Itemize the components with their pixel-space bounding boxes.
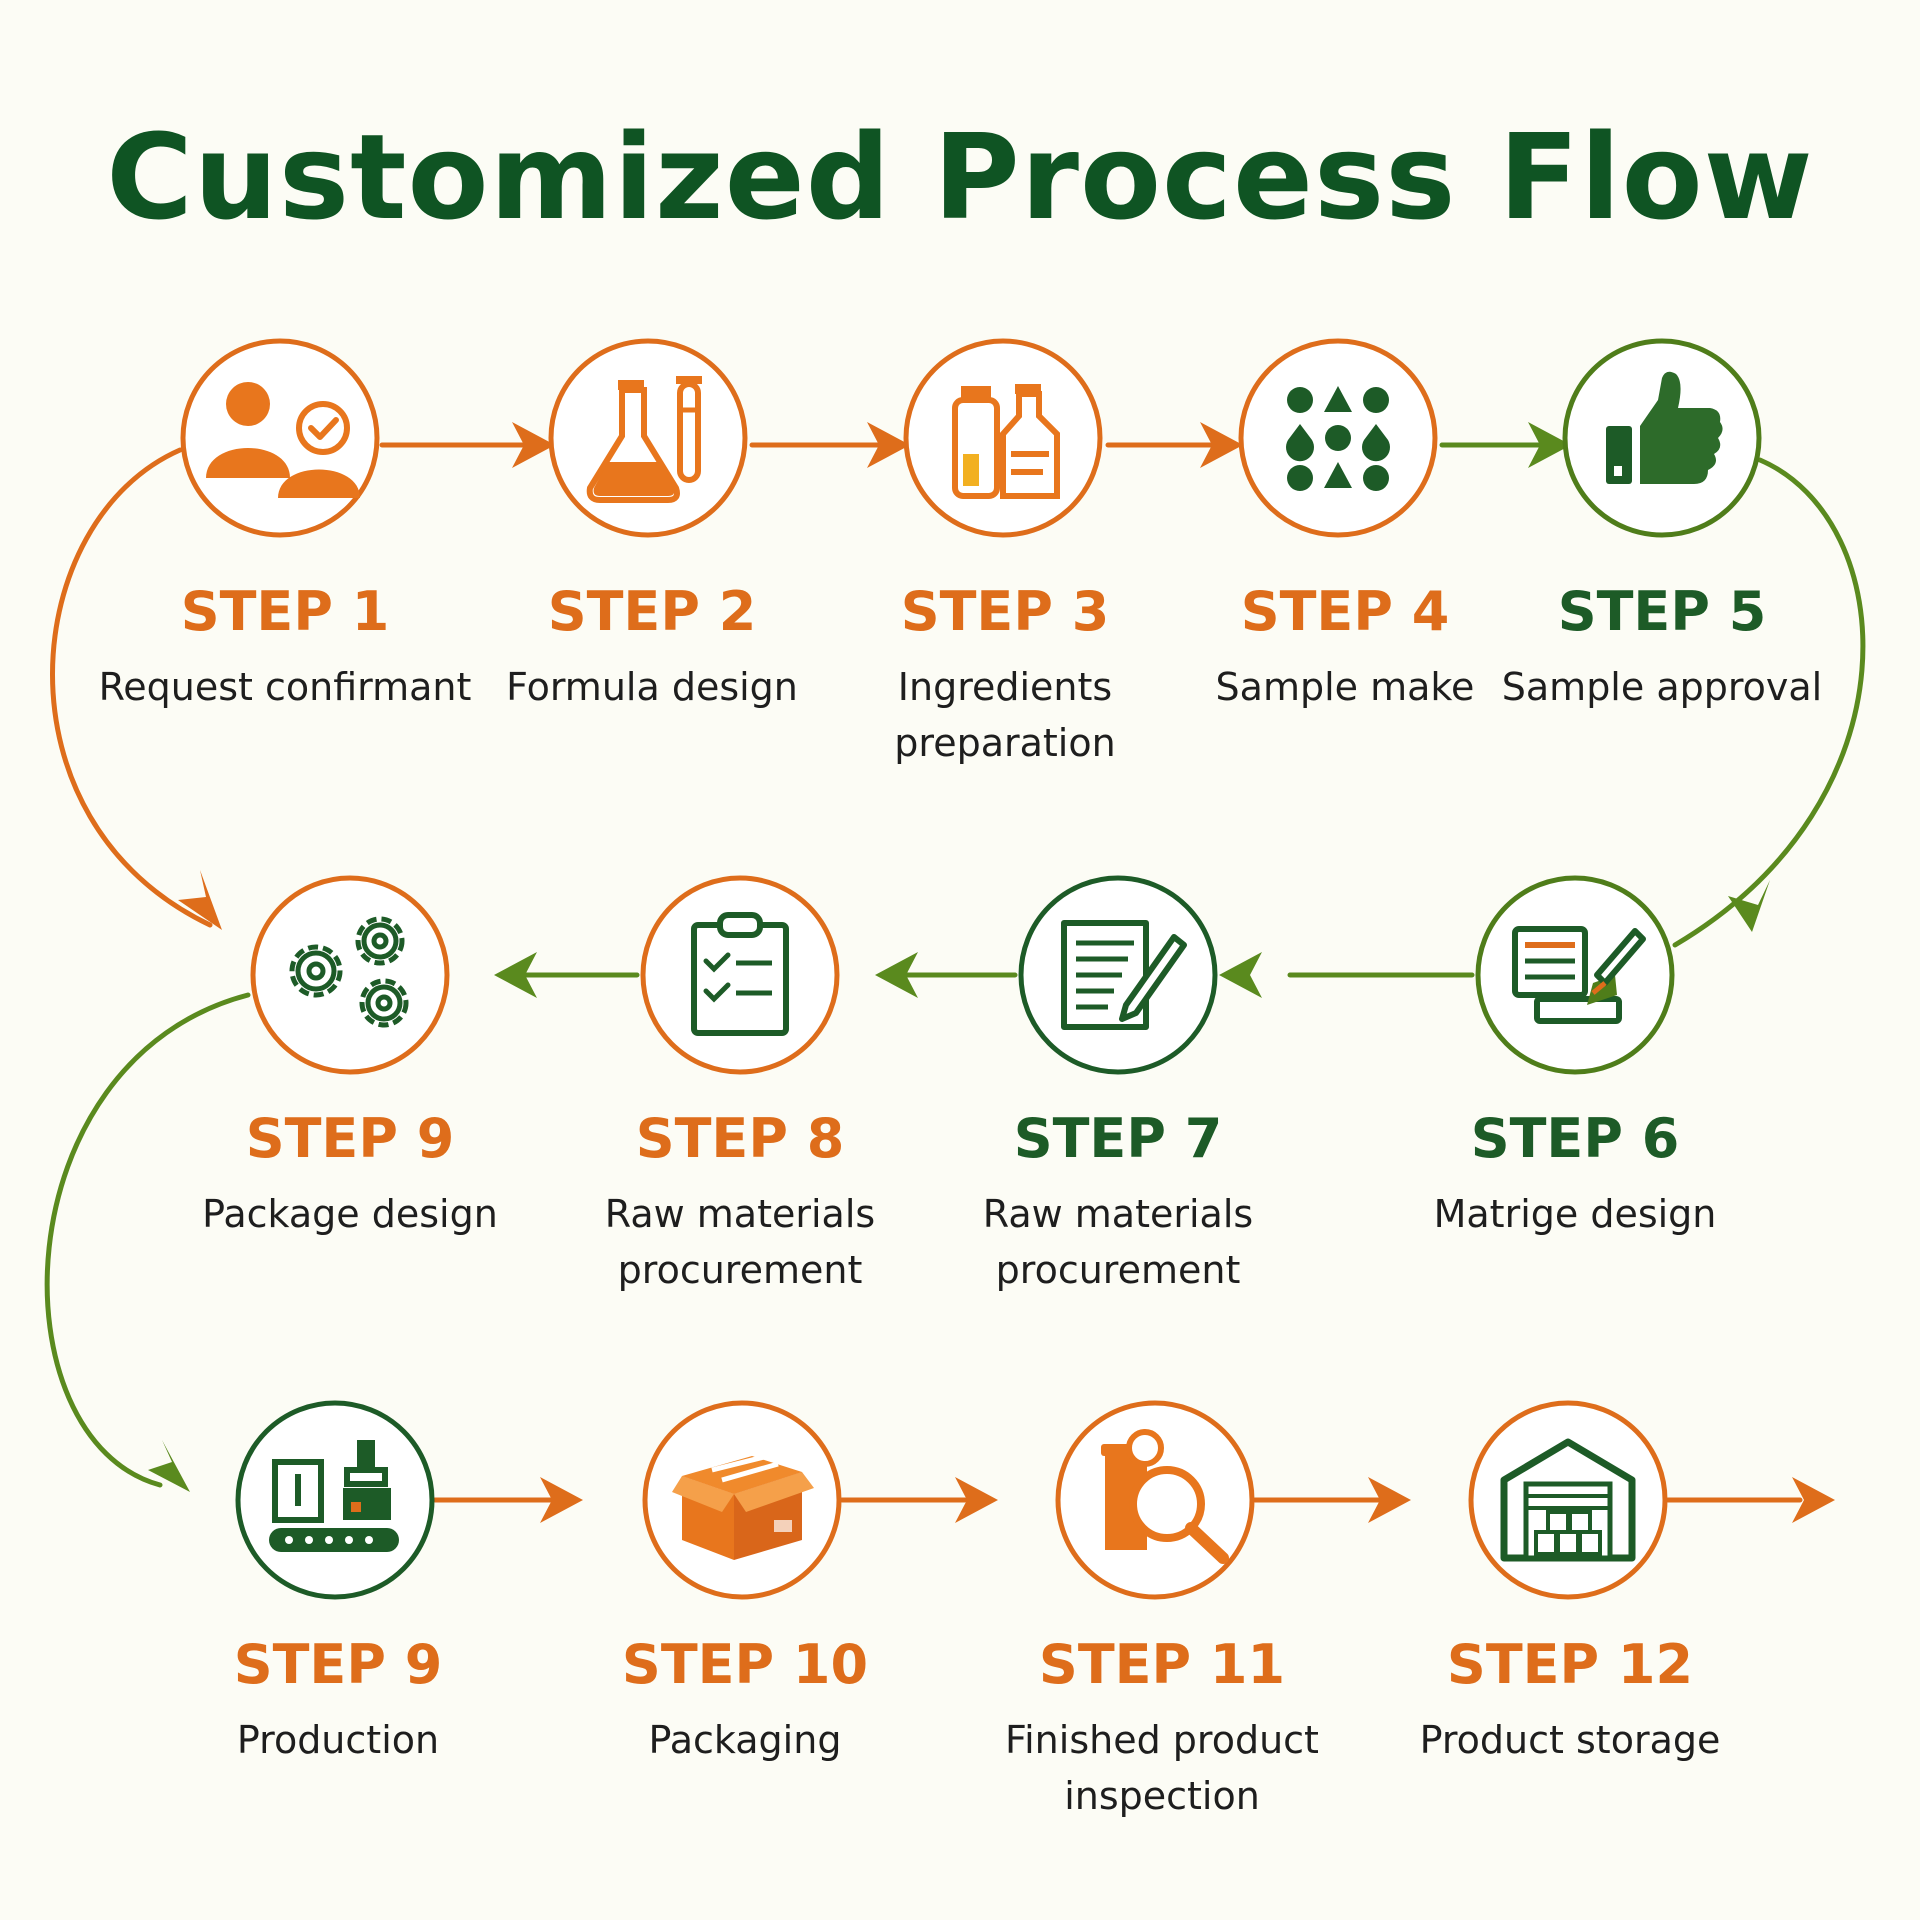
step-9-node <box>250 875 450 1075</box>
step-production-text: Production <box>236 1718 440 1762</box>
step-4-node <box>1238 338 1438 538</box>
step-4-text: Sample make <box>1215 665 1475 709</box>
magnifier-icon <box>1055 1400 1255 1600</box>
step-8: STEP 8 Raw materials procurement <box>540 1112 940 1298</box>
production-line-icon <box>235 1400 435 1600</box>
step-11-text: Finished product inspection <box>1005 1718 1319 1818</box>
arrow-left-7 <box>875 952 918 998</box>
production-node <box>235 1400 435 1600</box>
checklist-icon <box>640 875 840 1075</box>
step-8-node <box>640 875 840 1075</box>
connector-1-9 <box>50 447 213 928</box>
bottles-icon <box>903 338 1103 538</box>
step-4: STEP 4 Sample make <box>1145 585 1545 715</box>
step-2: STEP 2 Formula design <box>452 585 852 715</box>
connector-9-production <box>44 992 251 1488</box>
person-check-icon <box>180 338 380 538</box>
flask-icon <box>548 338 748 538</box>
step-9: STEP 9 Package design <box>150 1112 550 1242</box>
step-6-text: Matrige design <box>1433 1192 1717 1236</box>
step-6-label: STEP 6 <box>1470 1107 1680 1170</box>
step-1-label: STEP 1 <box>180 580 390 643</box>
arrow-right-1 <box>512 422 555 468</box>
step-11: STEP 11 Finished product inspection <box>962 1638 1362 1824</box>
arrow-down-left <box>178 870 222 930</box>
connector-5-6 <box>1672 457 1866 948</box>
step-10-text: Packaging <box>648 1718 842 1762</box>
step-12-text: Product storage <box>1419 1718 1721 1762</box>
step-1-node <box>180 338 380 538</box>
step-11-node <box>1055 1400 1255 1600</box>
step-9-text: Package design <box>202 1192 498 1236</box>
thumbs-up-icon <box>1562 338 1762 538</box>
step-8-text: Raw materials procurement <box>604 1192 876 1292</box>
arrow-right-2 <box>867 422 910 468</box>
step-12-label: STEP 12 <box>1446 1633 1694 1696</box>
step-1: STEP 1 Request confirmant <box>85 585 485 715</box>
arrow-down-left-2 <box>148 1440 190 1492</box>
step-10: STEP 10 Packaging <box>545 1638 945 1768</box>
step-production-label: STEP 9 <box>233 1633 443 1696</box>
arrow-right-4 <box>1528 422 1571 468</box>
step-3: STEP 3 Ingredients preparation <box>805 585 1205 771</box>
step-3-node <box>903 338 1103 538</box>
step-7-label: STEP 7 <box>1013 1107 1223 1170</box>
step-2-node <box>548 338 748 538</box>
step-5: STEP 5 Sample approval <box>1462 585 1862 715</box>
step-7: STEP 7 Raw materials procurement <box>918 1112 1318 1298</box>
arrow-right-3 <box>1200 422 1243 468</box>
arrow-down-right <box>1728 880 1770 932</box>
arrow-right-prod <box>540 1477 583 1523</box>
step-6: STEP 6 Matrige design <box>1375 1112 1775 1242</box>
step-2-label: STEP 2 <box>547 580 757 643</box>
arrow-right-11 <box>1368 1477 1411 1523</box>
step-production: STEP 9 Production <box>138 1638 538 1768</box>
step-10-node <box>642 1400 842 1600</box>
step-6-node <box>1475 875 1675 1075</box>
step-12-node <box>1468 1400 1668 1600</box>
warehouse-icon <box>1468 1400 1668 1600</box>
step-10-label: STEP 10 <box>621 1633 869 1696</box>
arrow-right-end <box>1792 1477 1835 1523</box>
step-12: STEP 12 Product storage <box>1370 1638 1770 1768</box>
box-icon <box>642 1400 842 1600</box>
step-5-label: STEP 5 <box>1557 580 1767 643</box>
step-8-label: STEP 8 <box>635 1107 845 1170</box>
arrow-left-6 <box>1219 952 1262 998</box>
step-11-label: STEP 11 <box>1038 1633 1286 1696</box>
step-2-text: Formula design <box>506 665 798 709</box>
step-7-node <box>1018 875 1218 1075</box>
arrow-left-8 <box>494 952 537 998</box>
pills-icon <box>1238 338 1438 538</box>
step-7-text: Raw materials procurement <box>982 1192 1254 1292</box>
arrow-right-10 <box>955 1477 998 1523</box>
step-1-text: Request confirmant <box>98 665 472 709</box>
step-3-label: STEP 3 <box>900 580 1110 643</box>
document-pen-icon <box>1018 875 1218 1075</box>
page-title: Customized Process Flow <box>106 108 1814 246</box>
step-3-text: Ingredients preparation <box>894 665 1116 765</box>
step-9-label: STEP 9 <box>245 1107 455 1170</box>
step-4-label: STEP 4 <box>1240 580 1450 643</box>
gears-icon <box>250 875 450 1075</box>
design-tablet-icon <box>1475 875 1675 1075</box>
step-5-text: Sample approval <box>1501 665 1823 709</box>
step-5-node <box>1562 338 1762 538</box>
